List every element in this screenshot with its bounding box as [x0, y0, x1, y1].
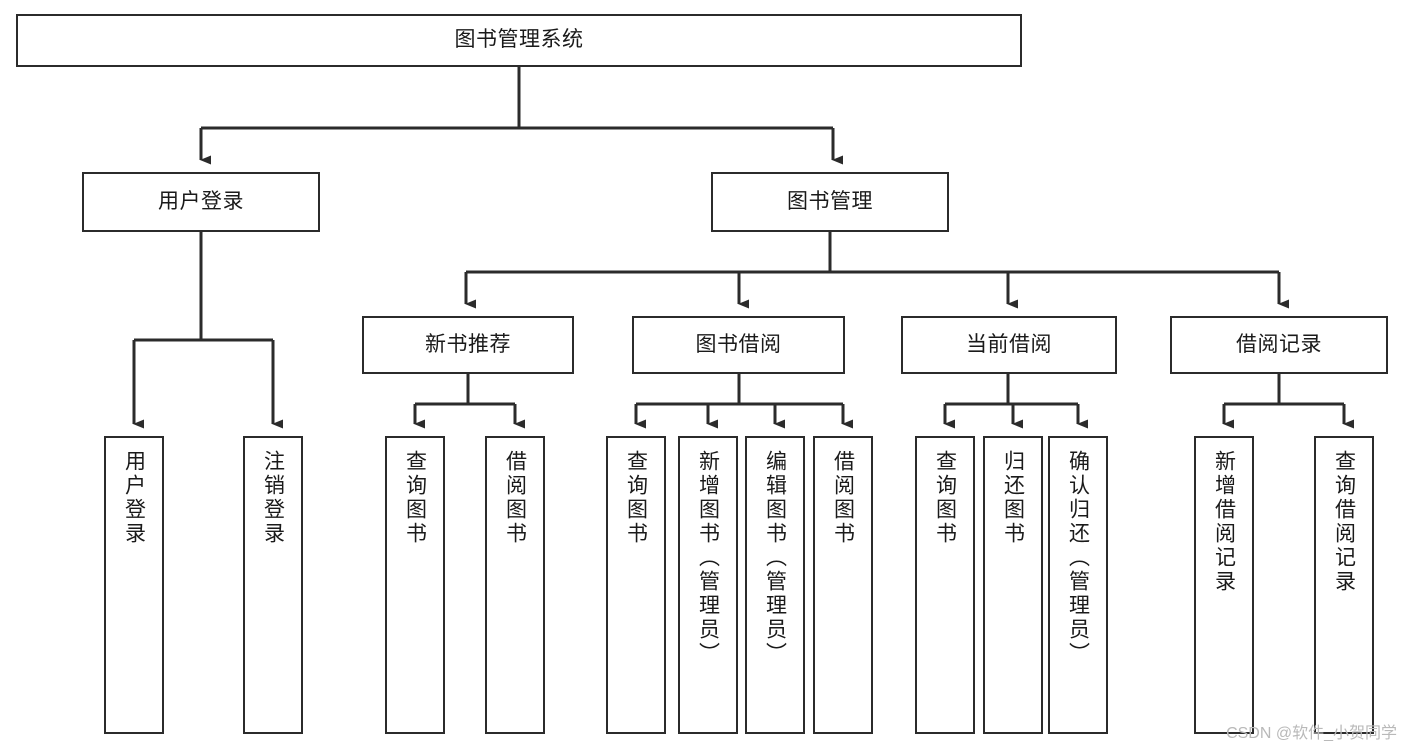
node-book-manage-module[interactable]: 图书管理: [711, 172, 949, 232]
node-label: 注销登录: [261, 450, 285, 546]
node-label: 确认归还（管理员）: [1066, 450, 1090, 666]
node-borrow-records[interactable]: 借阅记录: [1170, 316, 1388, 374]
node-leaf-query-book-current[interactable]: 查询图书: [915, 436, 975, 734]
node-leaf-add-borrow-record[interactable]: 新增借阅记录: [1194, 436, 1254, 734]
node-user-login-module[interactable]: 用户登录: [82, 172, 320, 232]
node-label: 当前借阅: [966, 332, 1052, 356]
node-leaf-borrow-book-recommend[interactable]: 借阅图书: [485, 436, 545, 734]
node-label: 用户登录: [158, 189, 244, 213]
node-label: 图书管理系统: [454, 28, 584, 52]
edge-currentborrow-to-leaves: [943, 374, 1088, 429]
node-leaf-query-book-borrow[interactable]: 查询图书: [606, 436, 666, 734]
node-label: 借阅记录: [1236, 332, 1322, 356]
node-leaf-user-login[interactable]: 用户登录: [104, 436, 164, 734]
node-label: 借阅图书: [831, 450, 855, 546]
node-label: 查询图书: [624, 450, 648, 546]
node-leaf-user-logout[interactable]: 注销登录: [243, 436, 303, 734]
node-leaf-edit-book-admin[interactable]: 编辑图书（管理员）: [745, 436, 805, 734]
edge-newbook-to-leaves: [413, 374, 525, 429]
node-new-book-recommend[interactable]: 新书推荐: [362, 316, 574, 374]
node-leaf-query-borrow-record[interactable]: 查询借阅记录: [1314, 436, 1374, 734]
node-label: 编辑图书（管理员）: [763, 450, 787, 666]
edge-bookmanage-to-level2: [464, 232, 1289, 309]
node-label: 归还图书: [1001, 450, 1025, 546]
node-leaf-add-book-admin[interactable]: 新增图书（管理员）: [678, 436, 738, 734]
node-book-borrow[interactable]: 图书借阅: [632, 316, 845, 374]
node-label: 新增图书（管理员）: [696, 450, 720, 666]
node-label: 图书借阅: [695, 332, 782, 356]
node-label: 查询图书: [933, 450, 957, 546]
node-label: 新书推荐: [425, 332, 511, 356]
node-label: 查询图书: [403, 450, 427, 546]
node-leaf-confirm-return-admin[interactable]: 确认归还（管理员）: [1048, 436, 1108, 734]
node-leaf-return-book[interactable]: 归还图书: [983, 436, 1043, 734]
edge-userlogin-to-leaves: [132, 232, 283, 429]
node-label: 查询借阅记录: [1332, 450, 1356, 594]
node-label: 用户登录: [122, 450, 146, 546]
node-label: 新增借阅记录: [1212, 450, 1236, 594]
edge-bookborrow-to-leaves: [634, 374, 853, 429]
node-label: 图书管理: [787, 189, 873, 213]
node-leaf-borrow-book[interactable]: 借阅图书: [813, 436, 873, 734]
edge-root-to-level1: [199, 67, 843, 165]
node-root-system[interactable]: 图书管理系统: [16, 14, 1022, 67]
node-current-borrow[interactable]: 当前借阅: [901, 316, 1117, 374]
node-label: 借阅图书: [503, 450, 527, 546]
node-leaf-query-book-recommend[interactable]: 查询图书: [385, 436, 445, 734]
edge-borrowrecords-to-leaves: [1222, 374, 1354, 429]
